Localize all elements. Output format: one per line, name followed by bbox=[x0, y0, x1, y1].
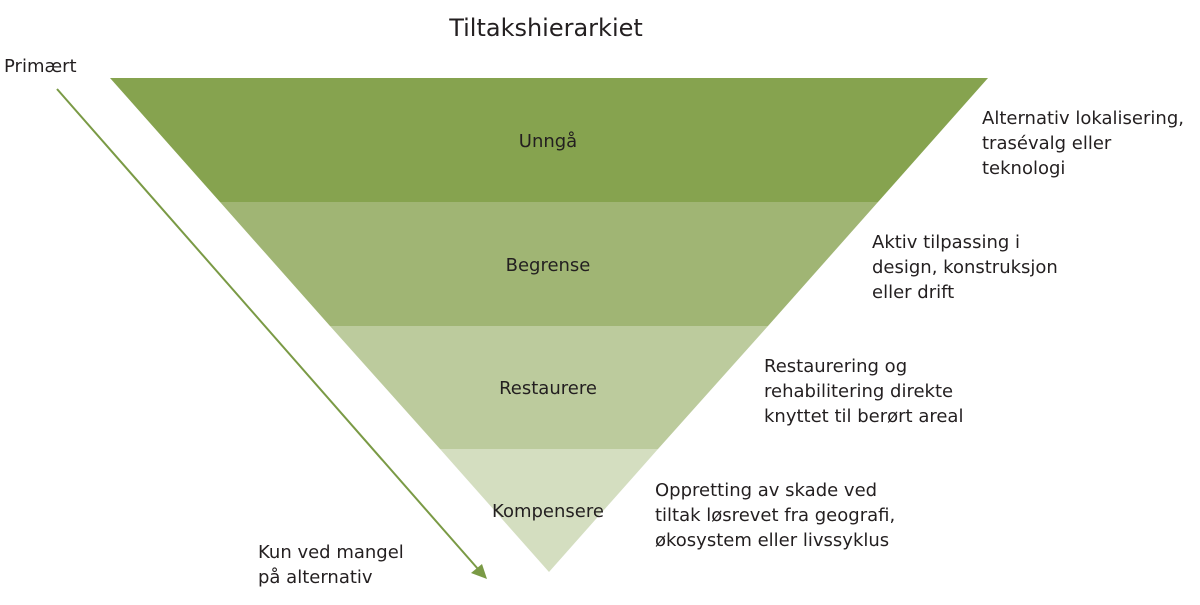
level-4-name: Kompensere bbox=[492, 501, 604, 522]
priority-arrow-head bbox=[471, 564, 487, 579]
level-2-band bbox=[220, 202, 878, 326]
level-3-name: Restaurere bbox=[499, 378, 597, 399]
diagram-title: Tiltakshierarkiet bbox=[449, 14, 643, 42]
level-4-description: Oppretting av skade ved tiltak løsrevet … bbox=[655, 480, 896, 551]
level-1-band bbox=[110, 78, 988, 202]
level-1-description: Alternativ lokalisering, trasévalg eller… bbox=[982, 108, 1184, 179]
level-3-band bbox=[330, 326, 768, 449]
level-2-description: Aktiv tilpassing i design, konstruksjon … bbox=[872, 232, 1058, 303]
level-4-band bbox=[440, 449, 658, 572]
last-resort-label: Kun ved mangel på alternativ bbox=[258, 542, 404, 588]
primary-label: Primært bbox=[4, 56, 77, 77]
level-2-name: Begrense bbox=[505, 255, 591, 276]
priority-arrow-line bbox=[56, 88, 479, 570]
level-3-description: Restaurering og rehabilitering direkte k… bbox=[764, 356, 964, 427]
level-1-name: Unngå bbox=[518, 131, 578, 152]
